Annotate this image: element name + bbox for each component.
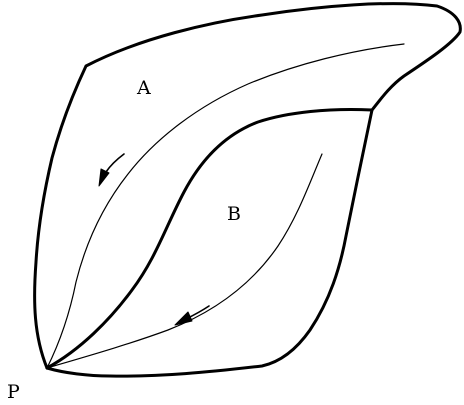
region-a-label: A	[136, 77, 151, 99]
dividing-boundary	[45, 108, 374, 370]
region-b-label: B	[227, 203, 241, 225]
region-b-lower-boundary	[45, 108, 374, 378]
flow-arrow-b	[174, 305, 210, 326]
flow-arrow-a	[98, 153, 125, 187]
flow-line-a	[46, 43, 405, 369]
point-p-label: P	[7, 381, 20, 403]
flow-line-b	[46, 153, 323, 369]
outer-boundary	[33, 2, 462, 370]
